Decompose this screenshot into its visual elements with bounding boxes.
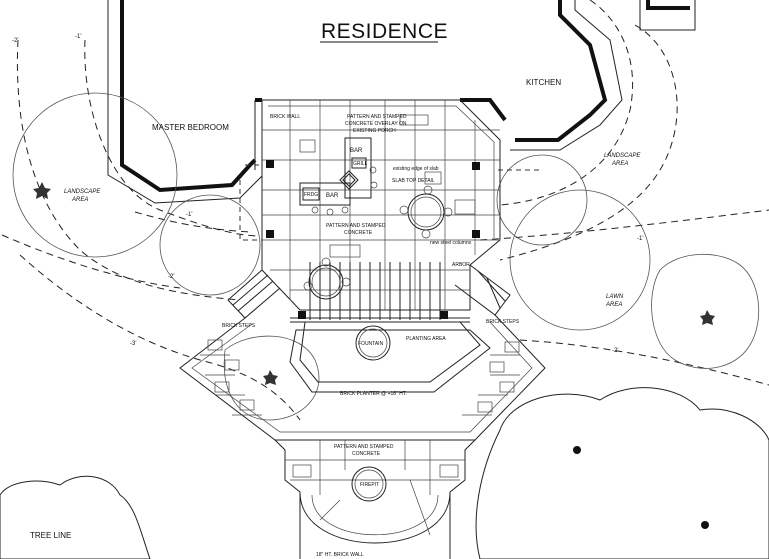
existing-edge-note: existing edge of slab [393,166,439,172]
landscape-area-right-line1: LANDSCAPE [604,153,641,159]
pattern-concrete-lower-1: PATTERN AND STAMPED [334,444,394,450]
pattern-concrete-mid-2: CONCRETE [344,230,373,236]
lower-patio [179,314,546,441]
brick-steps-right-note: BRICK STEPS [486,319,520,325]
brick-steps-left-note: BRICK STEPS [222,323,256,329]
contour-label-2: -1' [75,34,81,40]
firepit-label: FIREPIT [360,482,379,488]
pattern-overlay-note-1: PATTERN AND STAMPED [347,114,407,120]
slab-top-note: SLAB TOP DETAIL [392,178,435,184]
brick-wall-top-note: BRICK WALL [270,114,300,120]
landscape-area-left-line1: LANDSCAPE [64,189,101,195]
fridge-label: FRDG [304,192,318,198]
contour-label-5: -3' [130,341,136,347]
tree-line-canopies [0,387,769,559]
residence-title: RESIDENCE [321,20,448,43]
landscape-area-left-line2: AREA [71,197,88,203]
grill-label: GRILL [353,161,368,167]
landscape-area-right-line2: AREA [611,161,628,167]
arbor-note: ARBOR [452,262,470,268]
master-bedroom-label: MASTER BEDROOM [152,123,229,132]
pattern-concrete-mid-1: PATTERN AND STAMPED [326,223,386,229]
upper-patio [239,99,540,323]
contour-label-7: -2' [612,348,618,354]
column-note: new steel columns [430,240,472,246]
lawn-area-line1: LAWN [606,294,624,300]
bar-left-label: BAR [326,193,339,199]
lawn-area-line2: AREA [605,302,622,308]
contour-lines [1,0,769,421]
pattern-overlay-note-2: CONCRETE OVERLAY ON [345,121,407,127]
residence-outline [107,0,696,204]
bar-top-label: BAR [350,148,363,154]
firepit-court [274,439,476,559]
fountain-label: FOUNTAIN [358,341,384,347]
tree-canopies [12,92,760,421]
kitchen-label: KITCHEN [526,78,561,87]
contour-label-3: -1' [186,212,192,218]
tree-symbols [33,182,715,385]
contour-label-1: -2' [12,38,18,44]
pattern-concrete-lower-2: CONCRETE [352,451,381,457]
contour-label-6: -1' [637,236,643,242]
brick-planter-note: BRICK PLANTER @ +18" HT. [340,391,407,397]
brick-wall-bottom-note: 18" HT. BRICK WALL [316,552,364,558]
pattern-overlay-note-3: EXISTING PORCH [353,128,396,134]
brick-steps [227,264,511,319]
planting-area-label: PLANTING AREA [406,336,446,342]
tree-line-label: TREE LINE [30,531,71,540]
